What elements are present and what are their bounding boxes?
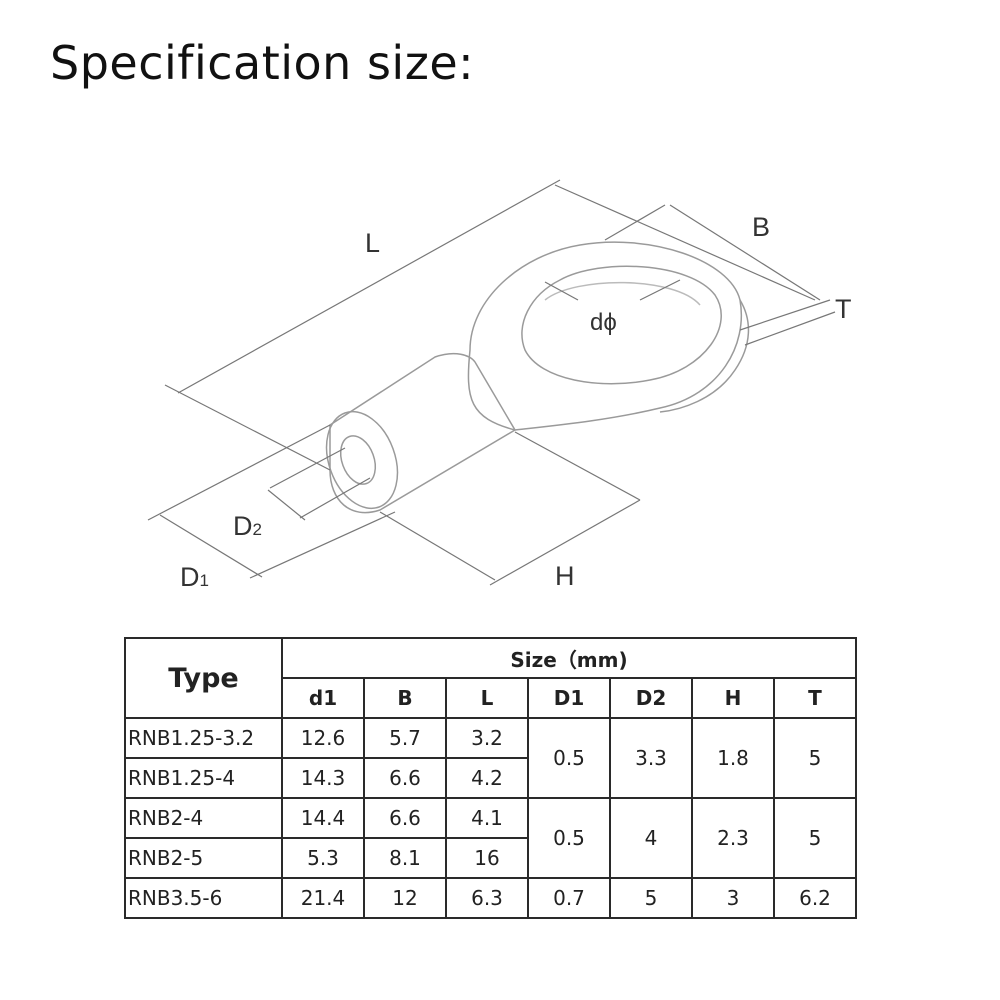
col-header-d1: d1 [281, 677, 365, 719]
cell-B: 5.7 [363, 717, 447, 759]
size-header: Size（mm) [281, 637, 857, 679]
cell-D1: 0.7 [527, 877, 611, 919]
dim-D2-ext1 [269, 447, 346, 489]
cell-T: 5 [773, 717, 857, 799]
type-header: Type [124, 637, 283, 719]
label-D2: D2 [233, 511, 262, 541]
dim-L-line [177, 179, 561, 394]
dim-D1-ext1 [147, 424, 331, 521]
table-row: RNB1.25-3.2 12.6 5.7 3.2 0.5 3.3 1.8 5 [124, 717, 857, 799]
table-row: RNB3.5-6 21.4 12 6.3 0.7 5 3 6.2 [124, 877, 857, 919]
cell-D2: 3.3 [609, 717, 693, 799]
cell-T: 5 [773, 797, 857, 879]
barrel-opening-outer [325, 410, 399, 510]
table-row: RNB1.25-4 14.3 6.6 4.2 [124, 757, 856, 799]
dim-T-ext2 [744, 311, 836, 346]
cell-B: 12 [363, 877, 447, 919]
page-heading: Specification size: [50, 36, 475, 90]
label-B: B [752, 212, 770, 242]
ring-hole-inner [544, 281, 701, 306]
cell-D1: 0.5 [527, 797, 611, 879]
thickness-edge [659, 299, 750, 413]
label-D1: D1 [180, 562, 209, 592]
barrel-opening-inner [339, 435, 377, 485]
cell-D2: 4 [609, 797, 693, 879]
type-cell: RNB3.5-6 [124, 877, 283, 919]
cell-L: 4.1 [445, 797, 529, 839]
col-header-H: H [691, 677, 775, 719]
cell-d1: 14.3 [281, 757, 365, 799]
dim-H-line [489, 499, 641, 586]
col-header-D2: D2 [609, 677, 693, 719]
dim-H-ext1 [379, 511, 496, 581]
barrel-outline [329, 352, 517, 514]
col-header-D1: D1 [527, 677, 611, 719]
cell-B: 6.6 [363, 757, 447, 799]
cell-L: 4.2 [445, 757, 529, 799]
cell-H: 2.3 [691, 797, 775, 879]
cell-T: 6.2 [773, 877, 857, 919]
terminal-ring-outline [467, 241, 742, 431]
col-header-T: T [773, 677, 857, 719]
cell-D1: 0.5 [527, 717, 611, 799]
cell-H: 1.8 [691, 717, 775, 799]
cell-B: 8.1 [363, 837, 447, 879]
table-row: RNB2-5 5.3 8.1 16 [124, 837, 856, 879]
dim-L-ext-right [554, 184, 816, 301]
type-cell: RNB1.25-4 [124, 757, 283, 799]
ring-hole-outer [521, 265, 722, 385]
cell-L: 6.3 [445, 877, 529, 919]
dim-D2-line [267, 489, 306, 521]
label-H: H [555, 561, 575, 591]
dim-H-ext2 [514, 431, 641, 501]
dim-D1-line [159, 514, 263, 578]
col-header-B: B [363, 677, 447, 719]
cell-L: 3.2 [445, 717, 529, 759]
cell-d1: 14.4 [281, 797, 365, 839]
dim-B-line [669, 204, 821, 301]
table-row: RNB2-4 14.4 6.6 4.1 0.5 4 2.3 5 [124, 797, 857, 879]
type-cell: RNB2-5 [124, 837, 283, 879]
type-cell: RNB1.25-3.2 [124, 717, 283, 759]
dim-d-left [544, 281, 579, 301]
cell-d1: 21.4 [281, 877, 365, 919]
dim-B-ext [604, 204, 666, 241]
dim-D2-ext2 [299, 477, 371, 519]
label-d: dϕ [590, 309, 617, 336]
label-T: T [835, 294, 852, 324]
cell-D2: 5 [609, 877, 693, 919]
cell-L: 16 [445, 837, 529, 879]
cell-d1: 12.6 [281, 717, 365, 759]
cell-H: 3 [691, 877, 775, 919]
cell-d1: 5.3 [281, 837, 365, 879]
spec-table: Type Size（mm) d1 B L D1 D2 H T RNB1.25-3… [124, 637, 857, 919]
dim-T-ext1 [739, 299, 831, 331]
type-cell: RNB2-4 [124, 797, 283, 839]
dim-d-right [639, 279, 681, 301]
label-L: L [365, 228, 380, 258]
dim-L-ext-left [164, 384, 331, 471]
col-header-L: L [445, 677, 529, 719]
ring-terminal-diagram: L B T dϕ D2 D1 H [147, 179, 852, 592]
dim-D1-ext2 [249, 511, 396, 579]
cell-B: 6.6 [363, 797, 447, 839]
